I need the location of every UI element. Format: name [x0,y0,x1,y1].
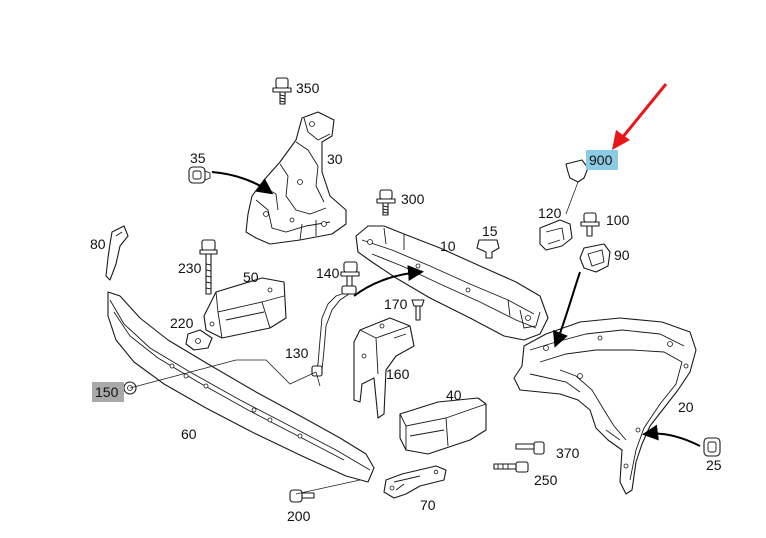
callout-10[interactable]: 10 [440,238,456,254]
callout-200[interactable]: 200 [287,508,311,524]
callout-35[interactable]: 35 [190,150,206,166]
cable-130[interactable] [311,285,357,377]
bolt-230[interactable] [199,239,218,295]
callout-220[interactable]: 220 [170,315,194,331]
callout-370[interactable]: 370 [556,445,580,461]
callout-80[interactable]: 80 [90,236,106,252]
callout-60[interactable]: 60 [181,426,197,442]
bolt-370[interactable] [515,441,545,455]
bolt-250[interactable] [493,461,529,473]
callout-900[interactable]: 900 [589,152,613,168]
bracket-30[interactable] [245,111,347,245]
bolt-300[interactable] [376,189,396,216]
callout-140[interactable]: 140 [316,265,340,281]
highlight-900 [586,150,618,170]
screw-170[interactable] [411,299,425,321]
callout-30[interactable]: 30 [327,151,343,167]
crossmember-10[interactable] [355,225,549,341]
callout-130[interactable]: 130 [285,345,309,361]
bolt-140[interactable] [340,261,360,287]
callout-25[interactable]: 25 [706,457,722,473]
bolt-100[interactable] [580,212,600,237]
leader-lines [129,359,621,495]
highlight-150 [92,382,124,402]
pad-900[interactable] [565,159,589,215]
red-indicator-arrow [612,83,668,150]
bracket-120[interactable] [539,219,573,251]
plate-220[interactable] [185,329,213,351]
bolt-200[interactable] [289,489,315,503]
callout-40[interactable]: 40 [446,387,462,403]
bumper-beam-60[interactable] [107,291,375,483]
bolt-350[interactable] [272,77,292,105]
clip-15[interactable] [476,239,500,259]
callout-90[interactable]: 90 [614,247,630,263]
callout-labels: 350 30 35 300 10 15 900 120 100 90 80 23… [90,80,722,524]
callout-15[interactable]: 15 [482,223,498,239]
bracket-160[interactable] [353,317,415,419]
bracket-50[interactable] [203,277,287,339]
clip-35[interactable] [188,166,211,184]
callout-150[interactable]: 150 [95,384,119,400]
callout-300[interactable]: 300 [401,191,425,207]
callout-350[interactable]: 350 [296,80,320,96]
callout-170[interactable]: 170 [384,296,408,312]
latch-90[interactable] [579,243,611,273]
callout-20[interactable]: 20 [678,399,694,415]
bracket-40[interactable] [399,397,487,455]
callout-70[interactable]: 70 [420,497,436,513]
callout-230[interactable]: 230 [178,260,202,276]
arrow-leaders [211,171,701,447]
callout-120[interactable]: 120 [538,205,562,221]
callout-100[interactable]: 100 [606,212,630,228]
bracket-70[interactable] [383,465,447,499]
callout-160[interactable]: 160 [386,366,410,382]
lock-carrier-20[interactable] [513,317,697,495]
clip-25[interactable] [703,437,721,457]
callout-250[interactable]: 250 [534,472,558,488]
bracket-80[interactable] [105,225,129,281]
callout-50[interactable]: 50 [243,269,259,285]
